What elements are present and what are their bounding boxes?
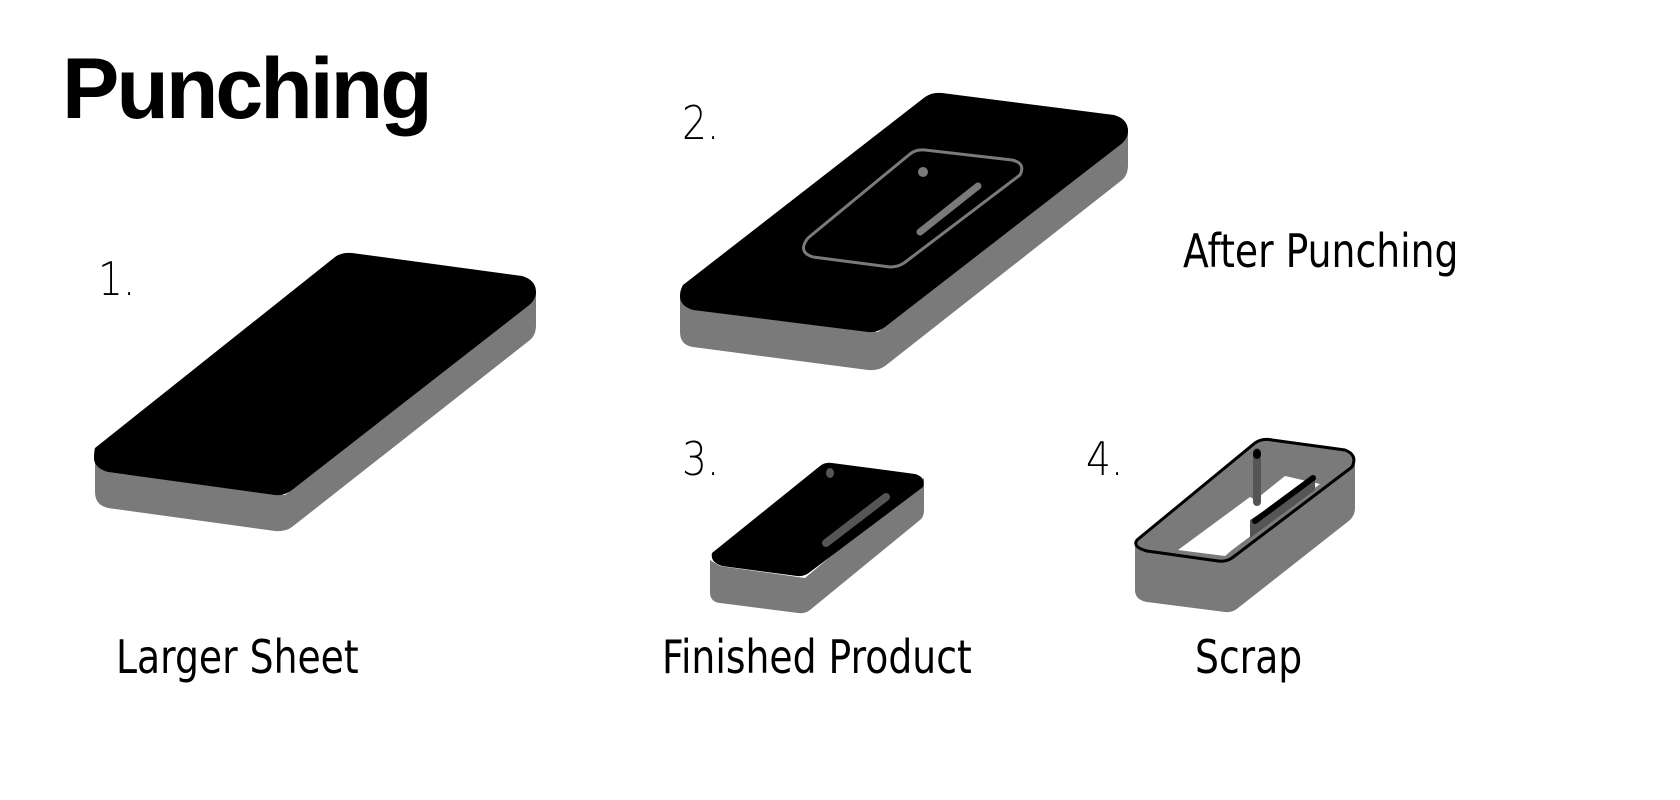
step-1-number: 1.	[98, 252, 136, 306]
page-title: Punching	[62, 41, 433, 137]
step-2-number: 2.	[682, 96, 720, 150]
label-finished-product: Finished Product	[662, 630, 972, 684]
larger-sheet-block	[94, 252, 536, 532]
after-punching-block	[680, 92, 1128, 371]
label-larger-sheet: Larger Sheet	[116, 630, 359, 684]
step-4-number: 4.	[1086, 432, 1124, 486]
label-after-punching: After Punching	[1183, 224, 1459, 278]
label-scrap: Scrap	[1195, 630, 1303, 684]
step-3-number: 3.	[682, 432, 720, 486]
finished-product-block	[710, 462, 924, 614]
scrap-frame	[1134, 437, 1356, 613]
